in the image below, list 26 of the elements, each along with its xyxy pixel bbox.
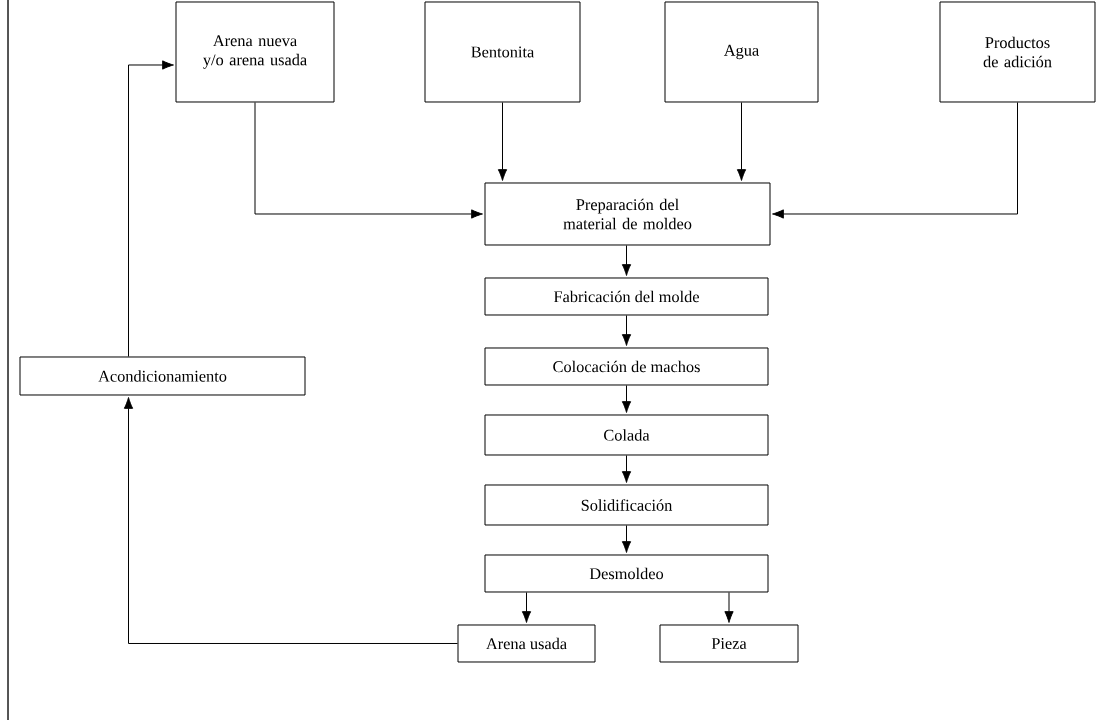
process-box: Pieza <box>659 624 799 663</box>
process-box: Colocación de machos <box>484 347 769 386</box>
arrow <box>521 592 532 623</box>
process-box: Preparación del material de moldeo <box>484 182 771 246</box>
process-box: Agua <box>664 1 819 103</box>
process-box: Fabricación del molde <box>484 277 769 316</box>
process-box: Arena usada <box>457 624 596 663</box>
process-box: Colada <box>484 414 769 456</box>
process-box: Bentonita <box>424 1 581 103</box>
arrow <box>621 315 632 346</box>
arrow <box>724 592 734 623</box>
arrow <box>772 102 1018 219</box>
process-box: Solidificación <box>484 484 769 526</box>
arrow <box>123 397 458 644</box>
arrow <box>621 245 632 276</box>
process-box: Arena nueva y/o arena usada <box>175 1 335 103</box>
process-box: Desmoldeo <box>484 554 769 593</box>
arrow <box>497 102 508 181</box>
process-box: Acondicionamiento <box>19 356 306 396</box>
process-box: Productos de adición <box>939 1 1096 103</box>
arrow <box>254 102 483 219</box>
arrow <box>128 60 174 357</box>
arrow <box>736 102 747 181</box>
arrow <box>621 385 632 413</box>
arrow <box>621 455 632 483</box>
arrow <box>621 525 632 553</box>
